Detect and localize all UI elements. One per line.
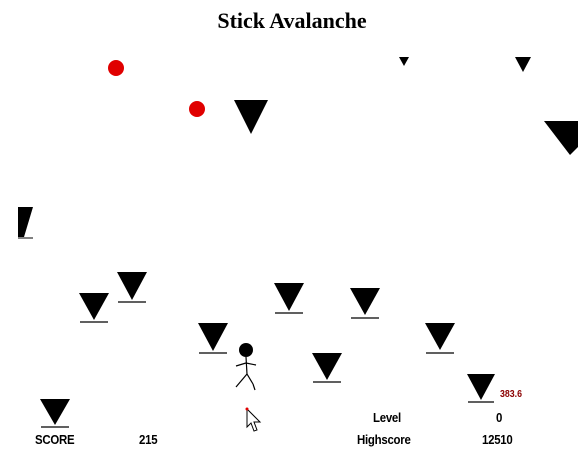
- spike-icon: [312, 353, 342, 383]
- spike-icon: [467, 374, 495, 403]
- spike-icon: [399, 57, 409, 66]
- red-ball-icon: [108, 60, 124, 76]
- spike-icon: [544, 121, 578, 155]
- mouse-pointer-icon: [245, 407, 262, 432]
- spike-icon: [40, 399, 70, 428]
- spike-icon: [198, 323, 228, 354]
- game-title: Stick Avalanche: [217, 8, 367, 33]
- spike-icon: [425, 323, 455, 354]
- highscore-label: Highscore: [357, 432, 411, 447]
- spike-icon: [79, 293, 109, 323]
- spike-icon: [234, 100, 268, 134]
- spike-icon: [350, 288, 380, 319]
- score-label: SCORE: [35, 432, 75, 447]
- spike-icon: [274, 283, 304, 314]
- timer-value: 383.6: [500, 389, 523, 400]
- spike-icon: [18, 207, 33, 239]
- highscore-value: 12510: [482, 432, 513, 447]
- spike-icon: [515, 57, 531, 72]
- red-ball-icon: [189, 101, 205, 117]
- stick-figure-icon: [235, 343, 257, 391]
- score-value: 215: [139, 432, 158, 447]
- spike-icon: [117, 272, 147, 303]
- level-label: Level: [373, 410, 401, 425]
- level-value: 0: [496, 410, 503, 425]
